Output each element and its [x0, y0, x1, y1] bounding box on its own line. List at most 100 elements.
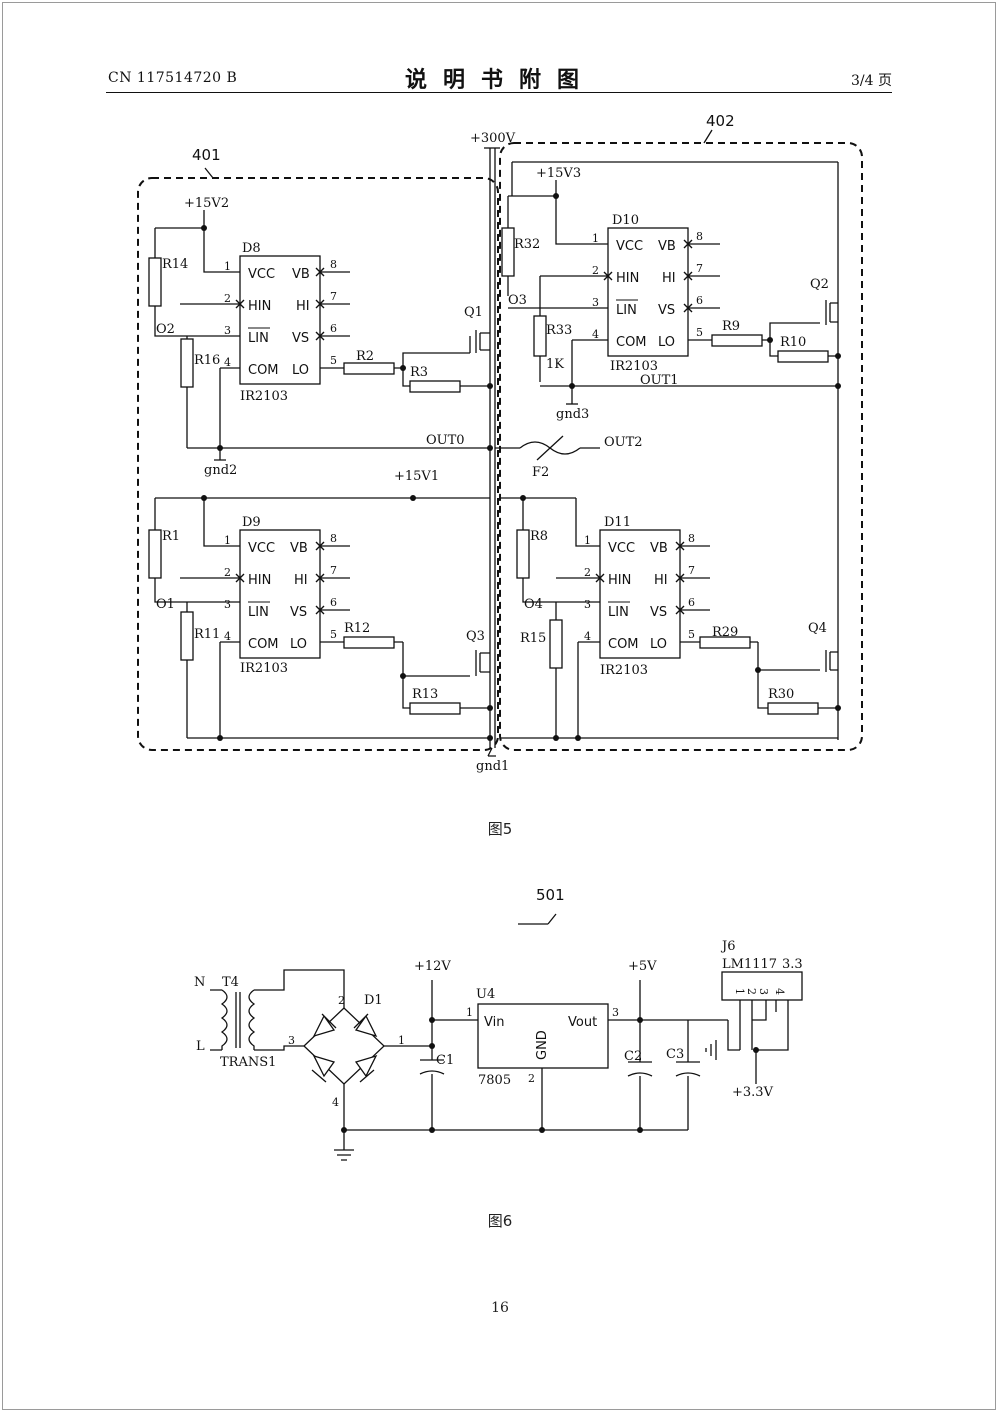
bridge-ref: D1 — [364, 993, 383, 1008]
ic-d11-pins: 1 2 3 4 VCC HIN LIN COM VB HI VS LO 8 7 … — [584, 532, 695, 652]
ic-d9-pins: 1 2 3 4 VCC HIN LIN COM VB HI VS LO 8 7 … — [224, 532, 337, 652]
rail-300v: +300V — [470, 131, 516, 146]
r33-value: 1K — [546, 357, 564, 372]
schematic-label: LO — [658, 335, 675, 350]
regulator-part: 7805 — [478, 1073, 511, 1088]
group-501-leader — [518, 913, 557, 925]
schematic-label: 2 — [592, 264, 599, 277]
fig6-labels: 501 N L T4 TRANS1 2 3 D1 1 4 +12V +5V +3… — [194, 886, 803, 1109]
q2-label: Q2 — [810, 277, 829, 292]
schematic-label: 4 — [592, 328, 599, 341]
schematic-label: LO — [292, 363, 309, 378]
schematic-label: LIN — [616, 303, 637, 318]
schematic-label: HI — [294, 573, 308, 588]
ldo-value: 3.3 — [782, 957, 803, 972]
figure5-circuit — [137, 129, 863, 757]
schematic-label: 7 — [330, 564, 337, 577]
rail-gnd1: gnd1 — [476, 759, 509, 774]
schematic-label: HI — [662, 271, 676, 286]
bridge-pin1: 1 — [398, 1034, 405, 1047]
schematic-label: VS — [290, 605, 307, 620]
group-401-label: 401 — [192, 146, 221, 164]
page-number: 16 — [491, 1300, 509, 1316]
r29-label: R29 — [712, 625, 738, 640]
r14-label: R14 — [162, 257, 188, 272]
fig5-junctions — [201, 193, 841, 741]
ldo-part: LM1117 — [722, 957, 777, 972]
schematic-label: LIN — [248, 331, 269, 346]
rail-gnd3: gnd3 — [556, 407, 589, 422]
regulator-gnd: GND — [535, 1030, 550, 1060]
regulator-ref: U4 — [476, 987, 495, 1002]
r1-label: R1 — [162, 529, 180, 544]
schematic-label: 7 — [688, 564, 695, 577]
schematic-label: 8 — [696, 230, 703, 243]
figure6-caption: 图6 — [487, 1212, 513, 1230]
page-title: 说明书附图 — [404, 68, 595, 93]
ic-d11-ref: D11 — [604, 515, 631, 530]
rail-gnd2: gnd2 — [204, 463, 237, 478]
schematic-label: 4 — [224, 630, 231, 643]
r32-label: R32 — [514, 237, 540, 252]
ic-d9-ref: D9 — [242, 515, 261, 530]
group-401-leader — [204, 167, 214, 179]
schematic-label: VS — [658, 303, 675, 318]
net-out1: OUT1 — [640, 373, 679, 388]
r13-label: R13 — [412, 687, 438, 702]
fig5-labels: 401 402 +300V +15V2 +15V3 +15V1 gnd1 gnd… — [156, 112, 829, 774]
ldo-j6-box — [721, 971, 803, 1001]
cap-c3: C3 — [666, 1047, 684, 1062]
schematic-label: 8 — [330, 532, 337, 545]
schematic-label: COM — [248, 363, 279, 378]
rail-15v1: +15V1 — [394, 469, 439, 484]
net-o4: O4 — [524, 597, 543, 612]
schematic-label: HIN — [248, 299, 271, 314]
schematic-label: 3 — [224, 324, 231, 337]
schematic-label: 8 — [688, 532, 695, 545]
ic-d9-part: IR2103 — [240, 661, 288, 676]
ic-d10-pins: 1 2 3 4 VCC HIN LIN COM VB HI VS LO 8 7 … — [592, 230, 703, 350]
ic-d9 — [239, 529, 321, 659]
schematic-label: 8 — [330, 258, 337, 271]
ic-d11 — [599, 529, 681, 659]
schematic-label: 6 — [696, 294, 703, 307]
schematic-label: 7 — [696, 262, 703, 275]
schematic-label: VS — [292, 331, 309, 346]
r30-label: R30 — [768, 687, 794, 702]
schematic-label: COM — [608, 637, 639, 652]
schematic-label: COM — [248, 637, 279, 652]
r11-label: R11 — [194, 627, 220, 642]
schematic-label: 2 — [224, 566, 231, 579]
transformer-pin2: 2 — [338, 994, 345, 1007]
schematic-label: COM — [616, 335, 647, 350]
transformer-pin3: 3 — [288, 1034, 295, 1047]
schematic-label: VCC — [608, 541, 635, 556]
r2-label: R2 — [356, 349, 374, 364]
schematic-label: 6 — [330, 322, 337, 335]
net-o3: O3 — [508, 293, 527, 308]
schematic-label: 3 — [584, 598, 591, 611]
q4-label: Q4 — [808, 621, 827, 636]
rail-5v: +5V — [628, 959, 657, 974]
schematic-label: 4 — [224, 356, 231, 369]
cap-c2: C2 — [624, 1049, 642, 1064]
rail-3v3: +3.3V — [732, 1085, 774, 1100]
ldo-pin3: 3 — [757, 988, 770, 995]
figure6-circuit — [210, 913, 803, 1161]
net-o1: O1 — [156, 597, 175, 612]
ic-d8-part: IR2103 — [240, 389, 288, 404]
schematic-label: VB — [290, 541, 308, 556]
page-indicator: 3/4 页 — [851, 73, 892, 89]
schematic-label: VB — [658, 239, 676, 254]
group-501-label: 501 — [536, 886, 565, 904]
net-o2: O2 — [156, 322, 175, 337]
schematic-label: VB — [650, 541, 668, 556]
q3-label: Q3 — [466, 629, 485, 644]
cap-c1: C1 — [436, 1053, 454, 1068]
ic-d10-part: IR2103 — [610, 359, 658, 374]
schematic-label: 5 — [696, 326, 703, 339]
ldo-pin2: 2 — [745, 988, 758, 995]
transformer-ref: T4 — [222, 975, 239, 990]
schematic-label: LO — [650, 637, 667, 652]
